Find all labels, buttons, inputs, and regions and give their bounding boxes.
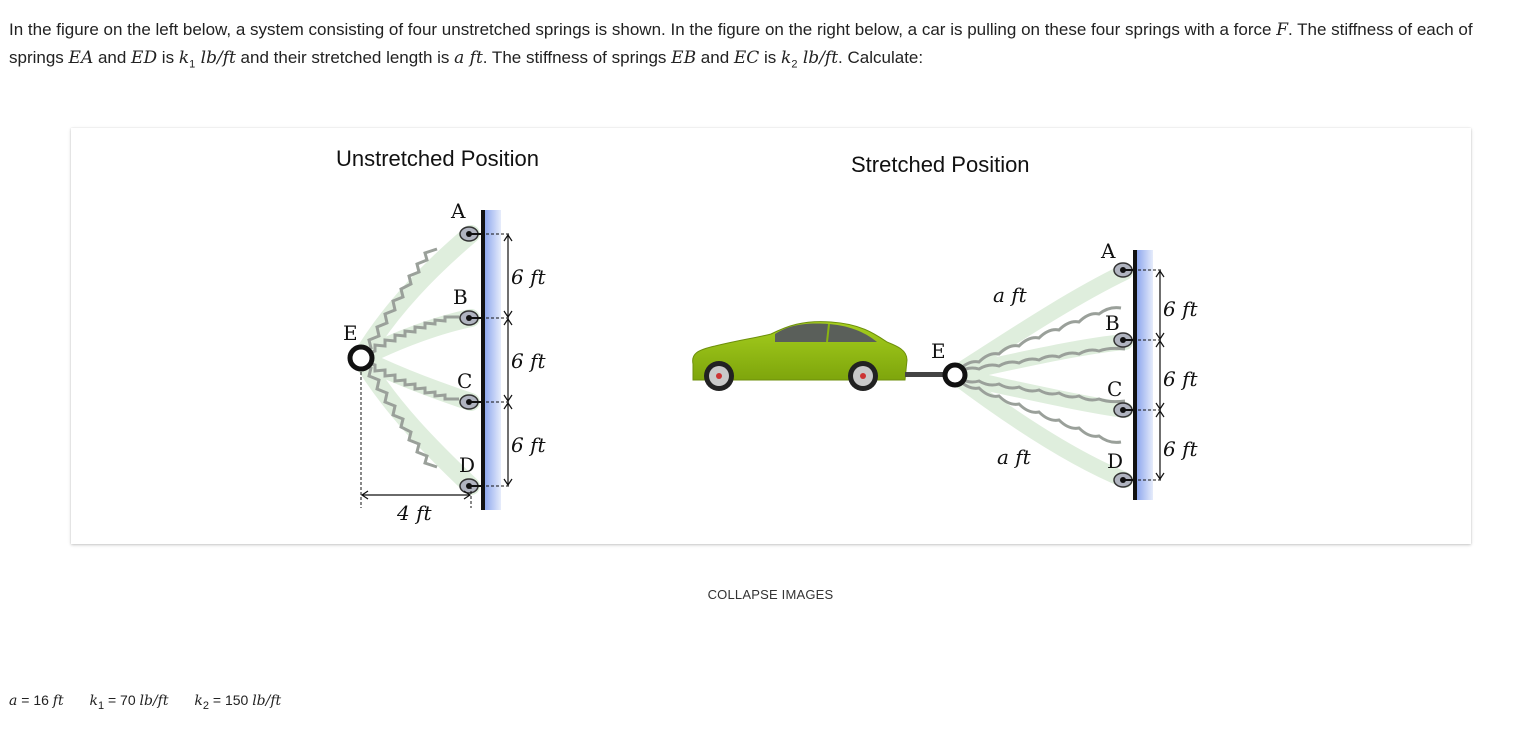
spring-eb bbox=[364, 315, 459, 356]
k1-unit: lb/ft bbox=[195, 48, 236, 68]
dim-cd-right: 6 ft bbox=[1163, 437, 1198, 461]
label-a-left: A bbox=[450, 199, 466, 223]
spring-ed-symbol: ED bbox=[131, 48, 158, 68]
value-k2: k2 = 150 lb/ft bbox=[194, 692, 282, 712]
dim-ab: 6 ft bbox=[511, 265, 546, 289]
collapse-images-button[interactable]: COLLAPSE IMAGES bbox=[707, 587, 834, 602]
right-dimension-arrows bbox=[1155, 269, 1165, 481]
spring-system-figure: Unstretched Position E bbox=[336, 146, 1198, 525]
spring-ea-stretched bbox=[957, 306, 1122, 372]
left-dimension-leaders bbox=[360, 233, 511, 508]
k1-subscript: 1 bbox=[189, 58, 196, 71]
left-wall bbox=[485, 210, 501, 510]
spring-ed-stretched bbox=[957, 378, 1122, 444]
label-d-left: D bbox=[459, 453, 475, 477]
a-symbol: a bbox=[454, 48, 465, 68]
spring-ec-symbol: EC bbox=[733, 48, 760, 68]
spring-eb-symbol: EB bbox=[671, 48, 697, 68]
problem-text: In the figure on the left below, a syste… bbox=[9, 20, 1277, 39]
left-anchors bbox=[459, 226, 481, 494]
problem-statement: In the figure on the left below, a syste… bbox=[9, 16, 1505, 78]
dim-cd: 6 ft bbox=[511, 433, 546, 457]
label-c-right: C bbox=[1107, 377, 1122, 401]
k2-unit: lb/ft bbox=[797, 48, 839, 68]
value-k1: k1 = 70 lb/ft bbox=[89, 692, 169, 712]
left-title: Unstretched Position bbox=[336, 146, 539, 171]
figure-card: Unstretched Position E bbox=[71, 128, 1471, 544]
force-symbol: F bbox=[1276, 20, 1288, 40]
spring-eb-stretched bbox=[958, 346, 1126, 374]
problem-text: is bbox=[157, 48, 179, 67]
left-wall-edge bbox=[481, 210, 485, 510]
spring-ec-stretched bbox=[958, 376, 1126, 404]
right-springs bbox=[947, 264, 1133, 488]
problem-text: and bbox=[93, 48, 132, 67]
right-dimension-leaders bbox=[1133, 269, 1163, 481]
left-dimension-arrows bbox=[360, 233, 513, 500]
dim-horizontal: 4 ft bbox=[396, 501, 432, 525]
k2-symbol: k bbox=[781, 48, 792, 68]
spring-ec bbox=[364, 360, 459, 401]
given-values: a = 16 ft k1 = 70 lb/ft k2 = 150 lb/ft bbox=[9, 692, 303, 712]
a-unit: ft bbox=[464, 48, 483, 68]
value-a: a = 16 ft bbox=[9, 692, 64, 709]
problem-text: and their stretched length is bbox=[235, 48, 455, 67]
label-b-left: B bbox=[453, 285, 468, 309]
right-title: Stretched Position bbox=[851, 152, 1030, 177]
problem-text: is bbox=[759, 48, 782, 67]
right-wall bbox=[1137, 250, 1153, 500]
car-image bbox=[692, 321, 945, 391]
label-e-right: E bbox=[931, 339, 946, 363]
k1-symbol: k bbox=[178, 48, 190, 68]
node-e-stretched bbox=[942, 362, 968, 388]
problem-text: . Calculate: bbox=[838, 48, 924, 67]
dim-bc: 6 ft bbox=[511, 349, 546, 373]
label-d-right: D bbox=[1107, 449, 1123, 473]
node-e bbox=[347, 344, 375, 372]
spring-ea-symbol: EA bbox=[68, 48, 94, 68]
dim-ed-length: a ft bbox=[997, 445, 1032, 469]
label-c-left: C bbox=[457, 369, 472, 393]
dim-bc-right: 6 ft bbox=[1163, 367, 1198, 391]
dim-ab-right: 6 ft bbox=[1163, 297, 1198, 321]
dim-ea-length: a ft bbox=[993, 283, 1028, 307]
spring-ed bbox=[362, 360, 438, 469]
k2-subscript: 2 bbox=[791, 58, 798, 71]
problem-text: . The stiffness of each of springs bbox=[9, 20, 1473, 67]
left-springs bbox=[352, 225, 480, 495]
spring-ea bbox=[362, 247, 438, 356]
problem-text: and bbox=[696, 48, 734, 67]
label-b-right: B bbox=[1105, 311, 1120, 335]
label-e-left: E bbox=[343, 321, 358, 345]
right-wall-edge bbox=[1133, 250, 1137, 500]
label-a-right: A bbox=[1100, 239, 1116, 263]
problem-text: . The stiffness of springs bbox=[482, 48, 672, 67]
right-anchors bbox=[1113, 262, 1135, 488]
